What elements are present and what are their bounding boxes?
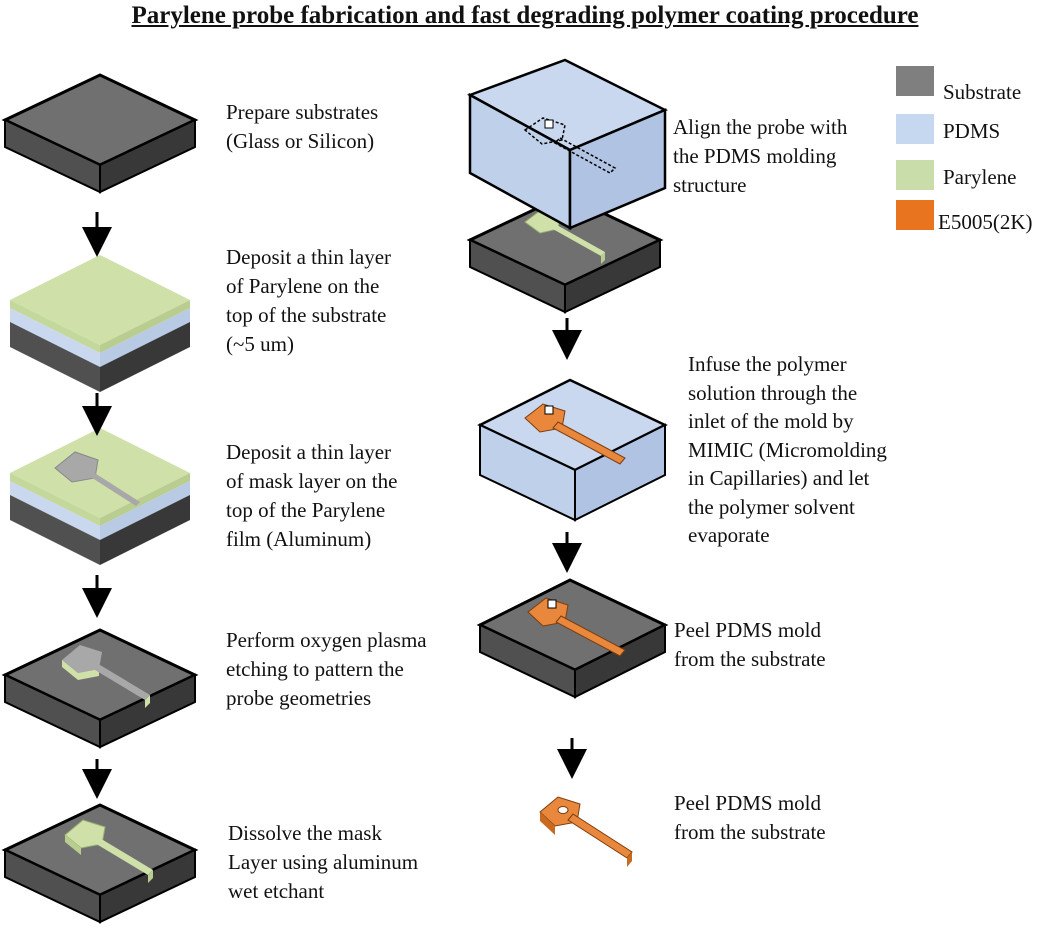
step-right-1-label: Align the probe with the PDMS molding st… <box>673 115 848 197</box>
step-right-3-label: Peel PDMS mold from the substrate <box>674 618 826 671</box>
step-left-3-label: Deposit a thin layer of mask layer on th… <box>226 440 398 551</box>
legend-label-parylene: Parylene <box>943 165 1017 189</box>
step-left-5-label: Dissolve the mask Layer using aluminum w… <box>228 821 419 903</box>
step-right-2-polymer-infusion <box>477 378 668 522</box>
step-right-1-pdms-alignment <box>466 58 668 314</box>
step-left-2-label: Deposit a thin layer of Parylene on the … <box>226 245 392 356</box>
legend-swatch-e5005 <box>896 200 934 230</box>
step-left-5-parylene-probe <box>1 803 199 924</box>
step-right-4-label: Peel PDMS mold from the substrate <box>674 791 826 844</box>
step-left-1-label: Prepare substrates (Glass or Silicon) <box>226 100 379 153</box>
legend-label-e5005: E5005(2K) <box>938 210 1033 234</box>
step-left-2-parylene-layer <box>10 255 190 392</box>
legend-label-substrate: Substrate <box>943 80 1022 104</box>
legend-swatch-pdms <box>896 114 934 144</box>
step-right-2-label: Infuse the polymer solution through the … <box>688 352 887 547</box>
step-left-4-etched-probe <box>1 628 199 749</box>
step-left-3-mask-layer <box>10 428 190 565</box>
legend-swatch-parylene <box>896 160 934 190</box>
legend-swatch-substrate <box>896 66 934 96</box>
page-title: Parylene probe fabrication and fast degr… <box>131 2 919 29</box>
step-left-1-substrate <box>1 73 199 194</box>
step-right-3-coated-probe <box>476 578 669 699</box>
legend-label-pdms: PDMS <box>943 119 1001 143</box>
step-right-4-freestanding-probe <box>539 796 633 867</box>
step-left-4-label: Perform oxygen plasma etching to pattern… <box>226 628 427 710</box>
